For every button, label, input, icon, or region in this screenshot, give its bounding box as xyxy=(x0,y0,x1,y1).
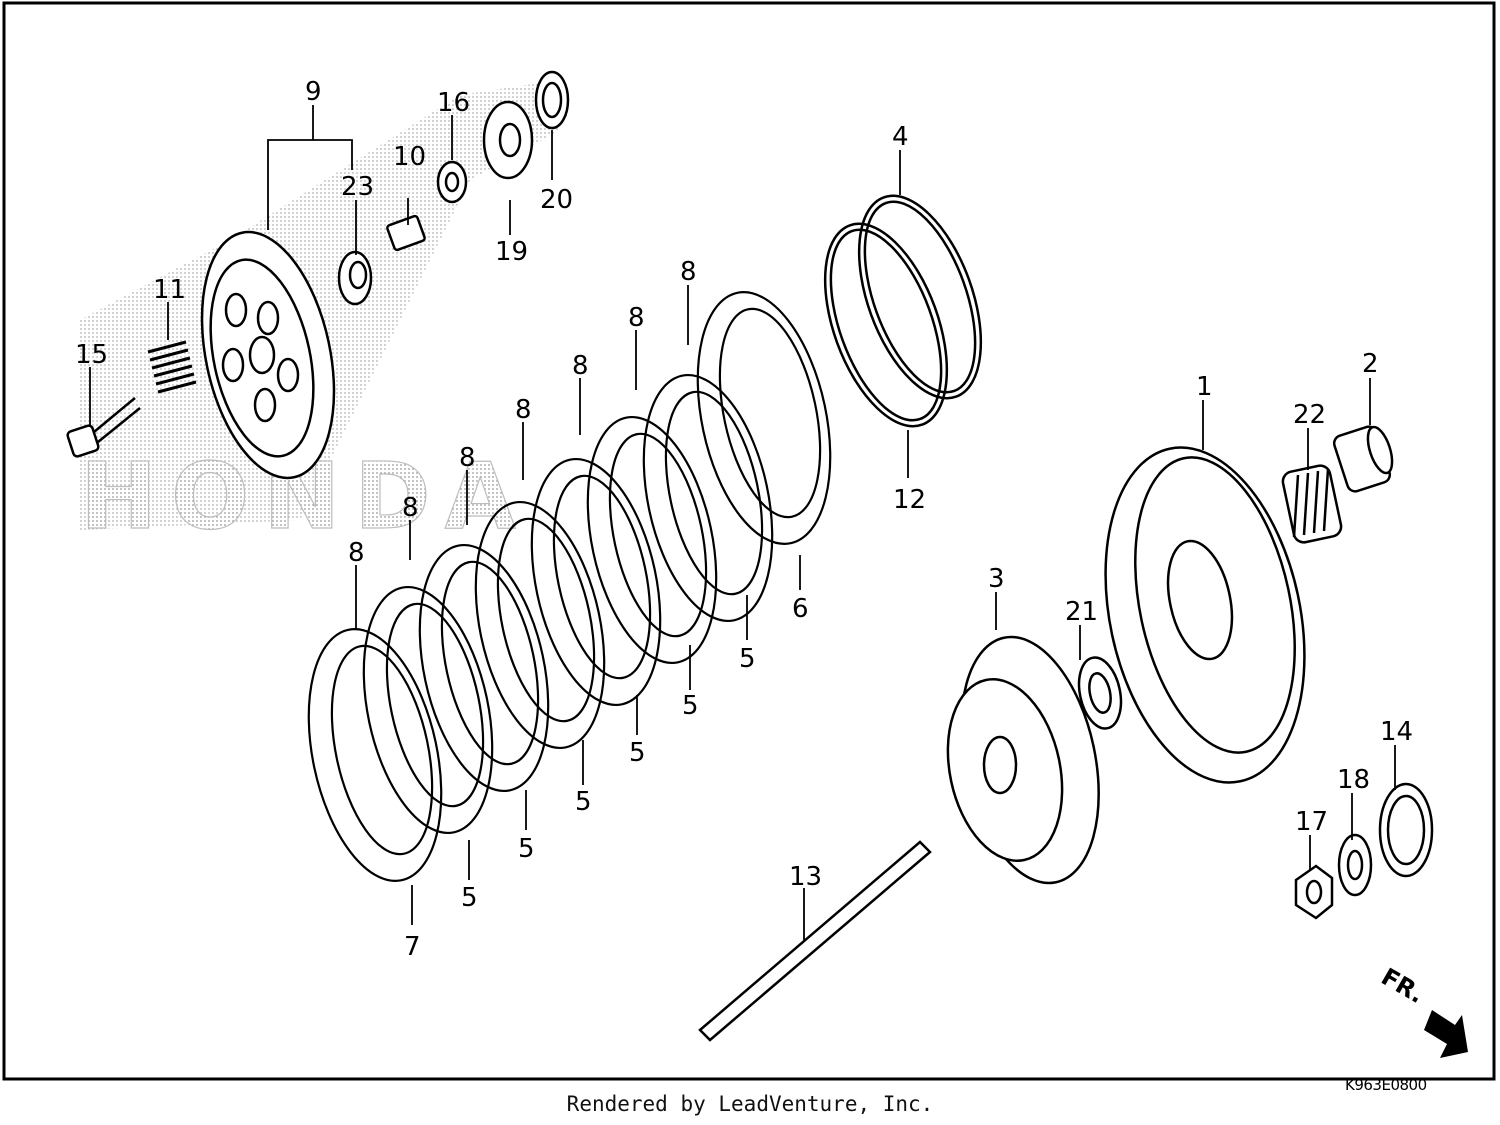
callout-18: 18 xyxy=(1337,765,1370,795)
callout-17: 17 xyxy=(1295,807,1328,837)
leader-lines xyxy=(89,105,1396,940)
render-credit: Rendered by LeadVenture, Inc. xyxy=(566,1092,934,1116)
callout-11: 11 xyxy=(153,275,186,305)
bolt-15 xyxy=(66,397,141,458)
callout-8: 8 xyxy=(515,395,532,425)
diagram-code: K963E0800 xyxy=(1345,1076,1427,1094)
callout-14: 14 xyxy=(1380,717,1413,747)
push-rod-13 xyxy=(698,840,932,1042)
callout-5: 5 xyxy=(518,834,535,864)
callout-8: 8 xyxy=(680,257,697,287)
bearing-22-collar-2 xyxy=(1281,425,1394,544)
nut-washer-gear xyxy=(1294,782,1434,920)
clutch-center xyxy=(946,635,1100,885)
callout-5: 5 xyxy=(739,644,756,674)
clutch-disc-stack xyxy=(307,291,832,882)
callout-5: 5 xyxy=(461,883,478,913)
callout-20: 20 xyxy=(540,185,573,215)
callout-5: 5 xyxy=(629,738,646,768)
callout-5: 5 xyxy=(682,691,699,721)
washer-21 xyxy=(1077,656,1123,730)
callout-19: 19 xyxy=(495,237,528,267)
callout-23: 23 xyxy=(341,172,374,202)
rings-4-12 xyxy=(823,194,983,428)
front-direction-label: FR. xyxy=(1376,963,1428,1009)
callout-21: 21 xyxy=(1065,597,1098,627)
callout-2: 2 xyxy=(1362,349,1379,379)
small-parts xyxy=(337,70,570,306)
callout-1: 1 xyxy=(1196,372,1213,402)
callout-7: 7 xyxy=(404,932,421,962)
callout-10: 10 xyxy=(393,142,426,172)
diagram-border xyxy=(2,1,1496,1081)
callout-8: 8 xyxy=(628,303,645,333)
callout-9: 9 xyxy=(305,77,322,107)
pressure-plate xyxy=(200,230,336,480)
callout-8: 8 xyxy=(402,493,419,523)
callout-15: 15 xyxy=(75,340,108,370)
clutch-outer xyxy=(1104,446,1306,784)
callout-8: 8 xyxy=(459,443,476,473)
callout-12: 12 xyxy=(893,485,926,515)
callout-3: 3 xyxy=(988,564,1005,594)
callout-6: 6 xyxy=(792,594,809,624)
callout-8: 8 xyxy=(348,538,365,568)
callout-16: 16 xyxy=(437,88,470,118)
callout-5: 5 xyxy=(575,787,592,817)
front-direction-arrow: FR. xyxy=(1376,963,1468,1058)
callout-8: 8 xyxy=(572,351,589,381)
callout-13: 13 xyxy=(789,862,822,892)
spring-11 xyxy=(147,340,197,394)
callouts: 1 2 3 4 5 5 5 5 5 5 5 6 7 8 8 8 8 8 8 8 … xyxy=(75,77,1413,962)
callout-4: 4 xyxy=(892,122,909,152)
callout-22: 22 xyxy=(1293,400,1326,430)
